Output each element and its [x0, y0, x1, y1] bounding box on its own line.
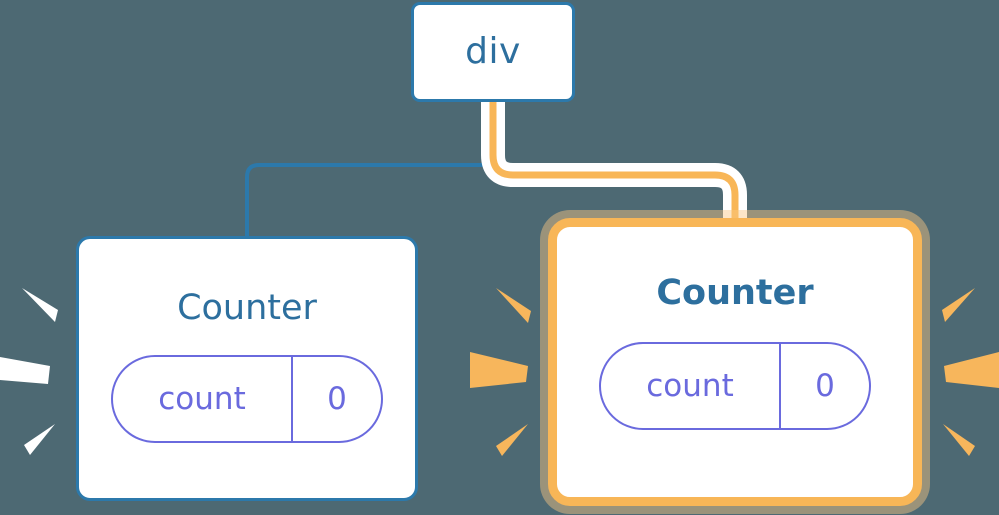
sparkle-icon: [0, 357, 50, 384]
counter-left-state-key: count: [113, 357, 293, 441]
node-counter-right[interactable]: Counter count 0: [548, 218, 922, 506]
sparkle-icon: [944, 352, 999, 388]
sparkle-group-right-orange: [942, 288, 999, 456]
counter-left-state-pill: count 0: [111, 355, 383, 443]
node-div-label: div: [465, 31, 521, 72]
sparkle-icon: [943, 424, 975, 456]
edge-div-to-counter-right-halo: [481, 90, 747, 234]
edge-div-to-counter-right: [489, 98, 739, 226]
sparkle-icon: [942, 288, 975, 322]
counter-left-title: Counter: [177, 288, 317, 328]
sparkle-icon: [22, 288, 58, 322]
sparkle-group-left-white: [0, 288, 58, 455]
counter-right-state-value: 0: [815, 367, 835, 404]
node-div[interactable]: div: [411, 2, 575, 102]
sparkle-icon: [470, 352, 528, 388]
counter-right-title: Counter: [656, 273, 814, 313]
node-counter-left[interactable]: Counter count 0: [76, 236, 418, 501]
counter-right-state-key: count: [601, 344, 781, 428]
counter-left-state-value: 0: [327, 380, 347, 417]
counter-right-state-pill: count 0: [599, 342, 871, 430]
sparkle-icon: [24, 424, 55, 455]
sparkle-icon: [496, 288, 531, 323]
sparkle-group-middle-orange: [470, 288, 531, 456]
sparkle-icon: [496, 424, 528, 456]
edge-div-to-counter-left: [245, 100, 495, 238]
